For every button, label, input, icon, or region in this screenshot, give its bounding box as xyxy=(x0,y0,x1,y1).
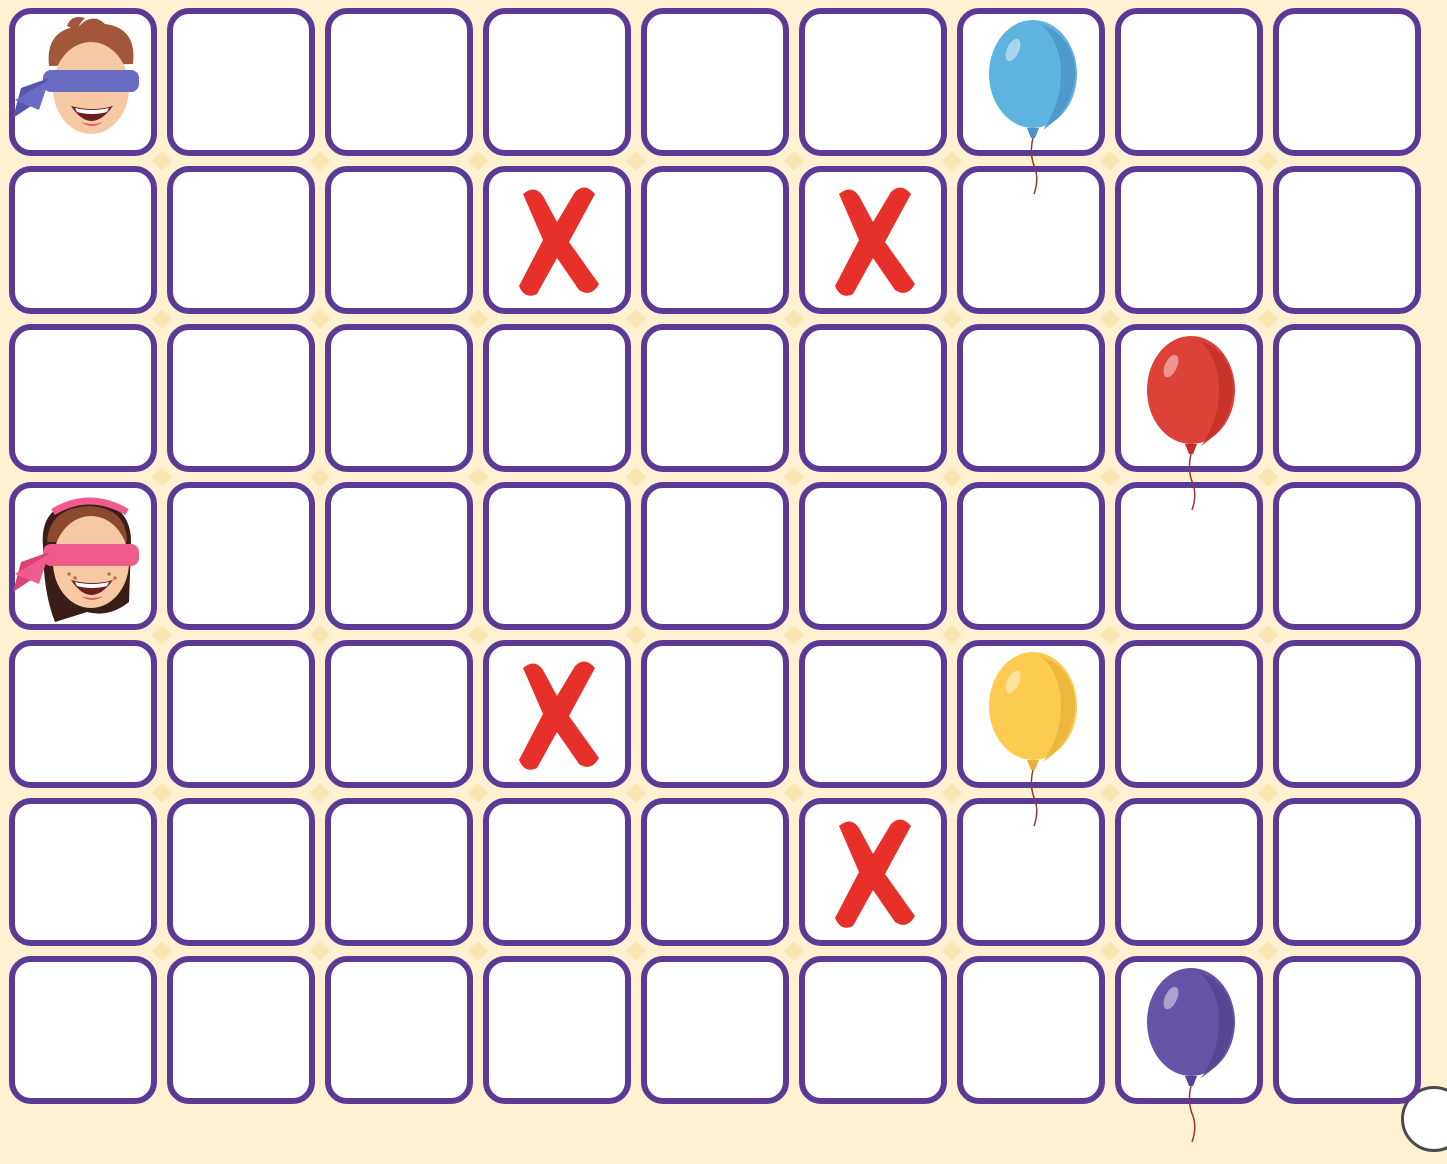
grid-intersection-diamond xyxy=(310,783,330,803)
grid-cell-r4-c5[interactable] xyxy=(799,640,947,788)
grid-cell-r6-c5[interactable] xyxy=(799,956,947,1104)
grid-cell-r4-c8[interactable] xyxy=(1273,640,1421,788)
grid-cell-r0-c0[interactable] xyxy=(9,8,157,156)
cross-icon xyxy=(483,640,631,788)
grid-cell-r2-c6[interactable] xyxy=(957,324,1105,472)
player-girl-blindfolded-icon xyxy=(9,482,157,630)
grid-cell-r4-c3[interactable] xyxy=(483,640,631,788)
grid-cell-r2-c4[interactable] xyxy=(641,324,789,472)
grid-intersection-diamond xyxy=(310,625,330,645)
cross-icon xyxy=(799,166,947,314)
grid-intersection-diamond xyxy=(310,309,330,329)
grid-cell-r5-c2[interactable] xyxy=(325,798,473,946)
grid-intersection-diamond xyxy=(1258,625,1278,645)
grid-cell-r6-c2[interactable] xyxy=(325,956,473,1104)
grid-intersection-diamond xyxy=(942,467,962,487)
grid-intersection-diamond xyxy=(310,467,330,487)
balloon-icon xyxy=(957,640,1105,848)
grid-cell-r5-c7[interactable] xyxy=(1115,798,1263,946)
balloon-icon xyxy=(1115,324,1263,532)
grid-cell-r2-c3[interactable] xyxy=(483,324,631,472)
grid-cell-r1-c0[interactable] xyxy=(9,166,157,314)
grid-cell-r4-c6[interactable] xyxy=(957,640,1105,788)
grid-cell-r5-c4[interactable] xyxy=(641,798,789,946)
grid-cell-r4-c0[interactable] xyxy=(9,640,157,788)
grid-cell-r1-c4[interactable] xyxy=(641,166,789,314)
grid-intersection-diamond xyxy=(310,941,330,961)
grid-cell-r5-c3[interactable] xyxy=(483,798,631,946)
grid-cell-r5-c8[interactable] xyxy=(1273,798,1421,946)
player-boy-blindfolded-icon xyxy=(9,8,157,156)
grid-cell-r0-c7[interactable] xyxy=(1115,8,1263,156)
grid-cell-r3-c5[interactable] xyxy=(799,482,947,630)
grid-cell-r1-c3[interactable] xyxy=(483,166,631,314)
grid-intersection-diamond xyxy=(784,625,804,645)
grid-cell-r0-c5[interactable] xyxy=(799,8,947,156)
grid-cell-r1-c5[interactable] xyxy=(799,166,947,314)
grid-intersection-diamond xyxy=(1258,151,1278,171)
grid-cell-r2-c7[interactable] xyxy=(1115,324,1263,472)
grid-cell-r6-c8[interactable] xyxy=(1273,956,1421,1104)
game-board xyxy=(0,0,1447,1132)
balloon-icon xyxy=(957,8,1105,216)
grid-cell-r6-c3[interactable] xyxy=(483,956,631,1104)
grid-cell-r3-c1[interactable] xyxy=(167,482,315,630)
grid-cell-r2-c2[interactable] xyxy=(325,324,473,472)
grid-cell-r3-c0[interactable] xyxy=(9,482,157,630)
grid-intersection-diamond xyxy=(784,467,804,487)
grid-cell-r4-c4[interactable] xyxy=(641,640,789,788)
grid-cell-r2-c8[interactable] xyxy=(1273,324,1421,472)
grid-cell-r1-c7[interactable] xyxy=(1115,166,1263,314)
grid-cell-r5-c1[interactable] xyxy=(167,798,315,946)
grid-cell-r0-c6[interactable] xyxy=(957,8,1105,156)
cross-icon xyxy=(799,798,947,946)
grid-cell-r0-c4[interactable] xyxy=(641,8,789,156)
grid-intersection-diamond xyxy=(626,467,646,487)
grid-cell-r5-c5[interactable] xyxy=(799,798,947,946)
grid-intersection-diamond xyxy=(626,941,646,961)
grid-cell-r6-c4[interactable] xyxy=(641,956,789,1104)
grid-intersection-diamond xyxy=(468,467,488,487)
grid-cell-r2-c0[interactable] xyxy=(9,324,157,472)
grid-cell-r0-c3[interactable] xyxy=(483,8,631,156)
grid-intersection-diamond xyxy=(152,783,172,803)
grid-cell-r4-c7[interactable] xyxy=(1115,640,1263,788)
grid-cell-r5-c0[interactable] xyxy=(9,798,157,946)
grid-intersection-diamond xyxy=(1258,783,1278,803)
cross-icon xyxy=(483,166,631,314)
grid-intersection-diamond xyxy=(152,309,172,329)
grid-intersection-diamond xyxy=(310,151,330,171)
grid-intersection-diamond xyxy=(468,941,488,961)
grid-cell-r6-c1[interactable] xyxy=(167,956,315,1104)
grid-cell-r0-c8[interactable] xyxy=(1273,8,1421,156)
grid-cell-r1-c8[interactable] xyxy=(1273,166,1421,314)
grid-cell-r0-c1[interactable] xyxy=(167,8,315,156)
grid-cell-r1-c1[interactable] xyxy=(167,166,315,314)
grid-cell-r6-c6[interactable] xyxy=(957,956,1105,1104)
grid-cell-r0-c2[interactable] xyxy=(325,8,473,156)
grid-cell-r4-c1[interactable] xyxy=(167,640,315,788)
grid-cell-r3-c8[interactable] xyxy=(1273,482,1421,630)
grid-cell-r3-c2[interactable] xyxy=(325,482,473,630)
grid-cell-r3-c3[interactable] xyxy=(483,482,631,630)
grid-intersection-diamond xyxy=(152,941,172,961)
grid-cell-r1-c2[interactable] xyxy=(325,166,473,314)
grid-cell-r3-c6[interactable] xyxy=(957,482,1105,630)
grid-cell-r4-c2[interactable] xyxy=(325,640,473,788)
grid-cell-r3-c4[interactable] xyxy=(641,482,789,630)
grid-cell-r2-c1[interactable] xyxy=(167,324,315,472)
grid-cell-r6-c7[interactable] xyxy=(1115,956,1263,1104)
grid-cell-r2-c5[interactable] xyxy=(799,324,947,472)
balloon-icon xyxy=(1115,956,1263,1164)
grid-cell-r6-c0[interactable] xyxy=(9,956,157,1104)
